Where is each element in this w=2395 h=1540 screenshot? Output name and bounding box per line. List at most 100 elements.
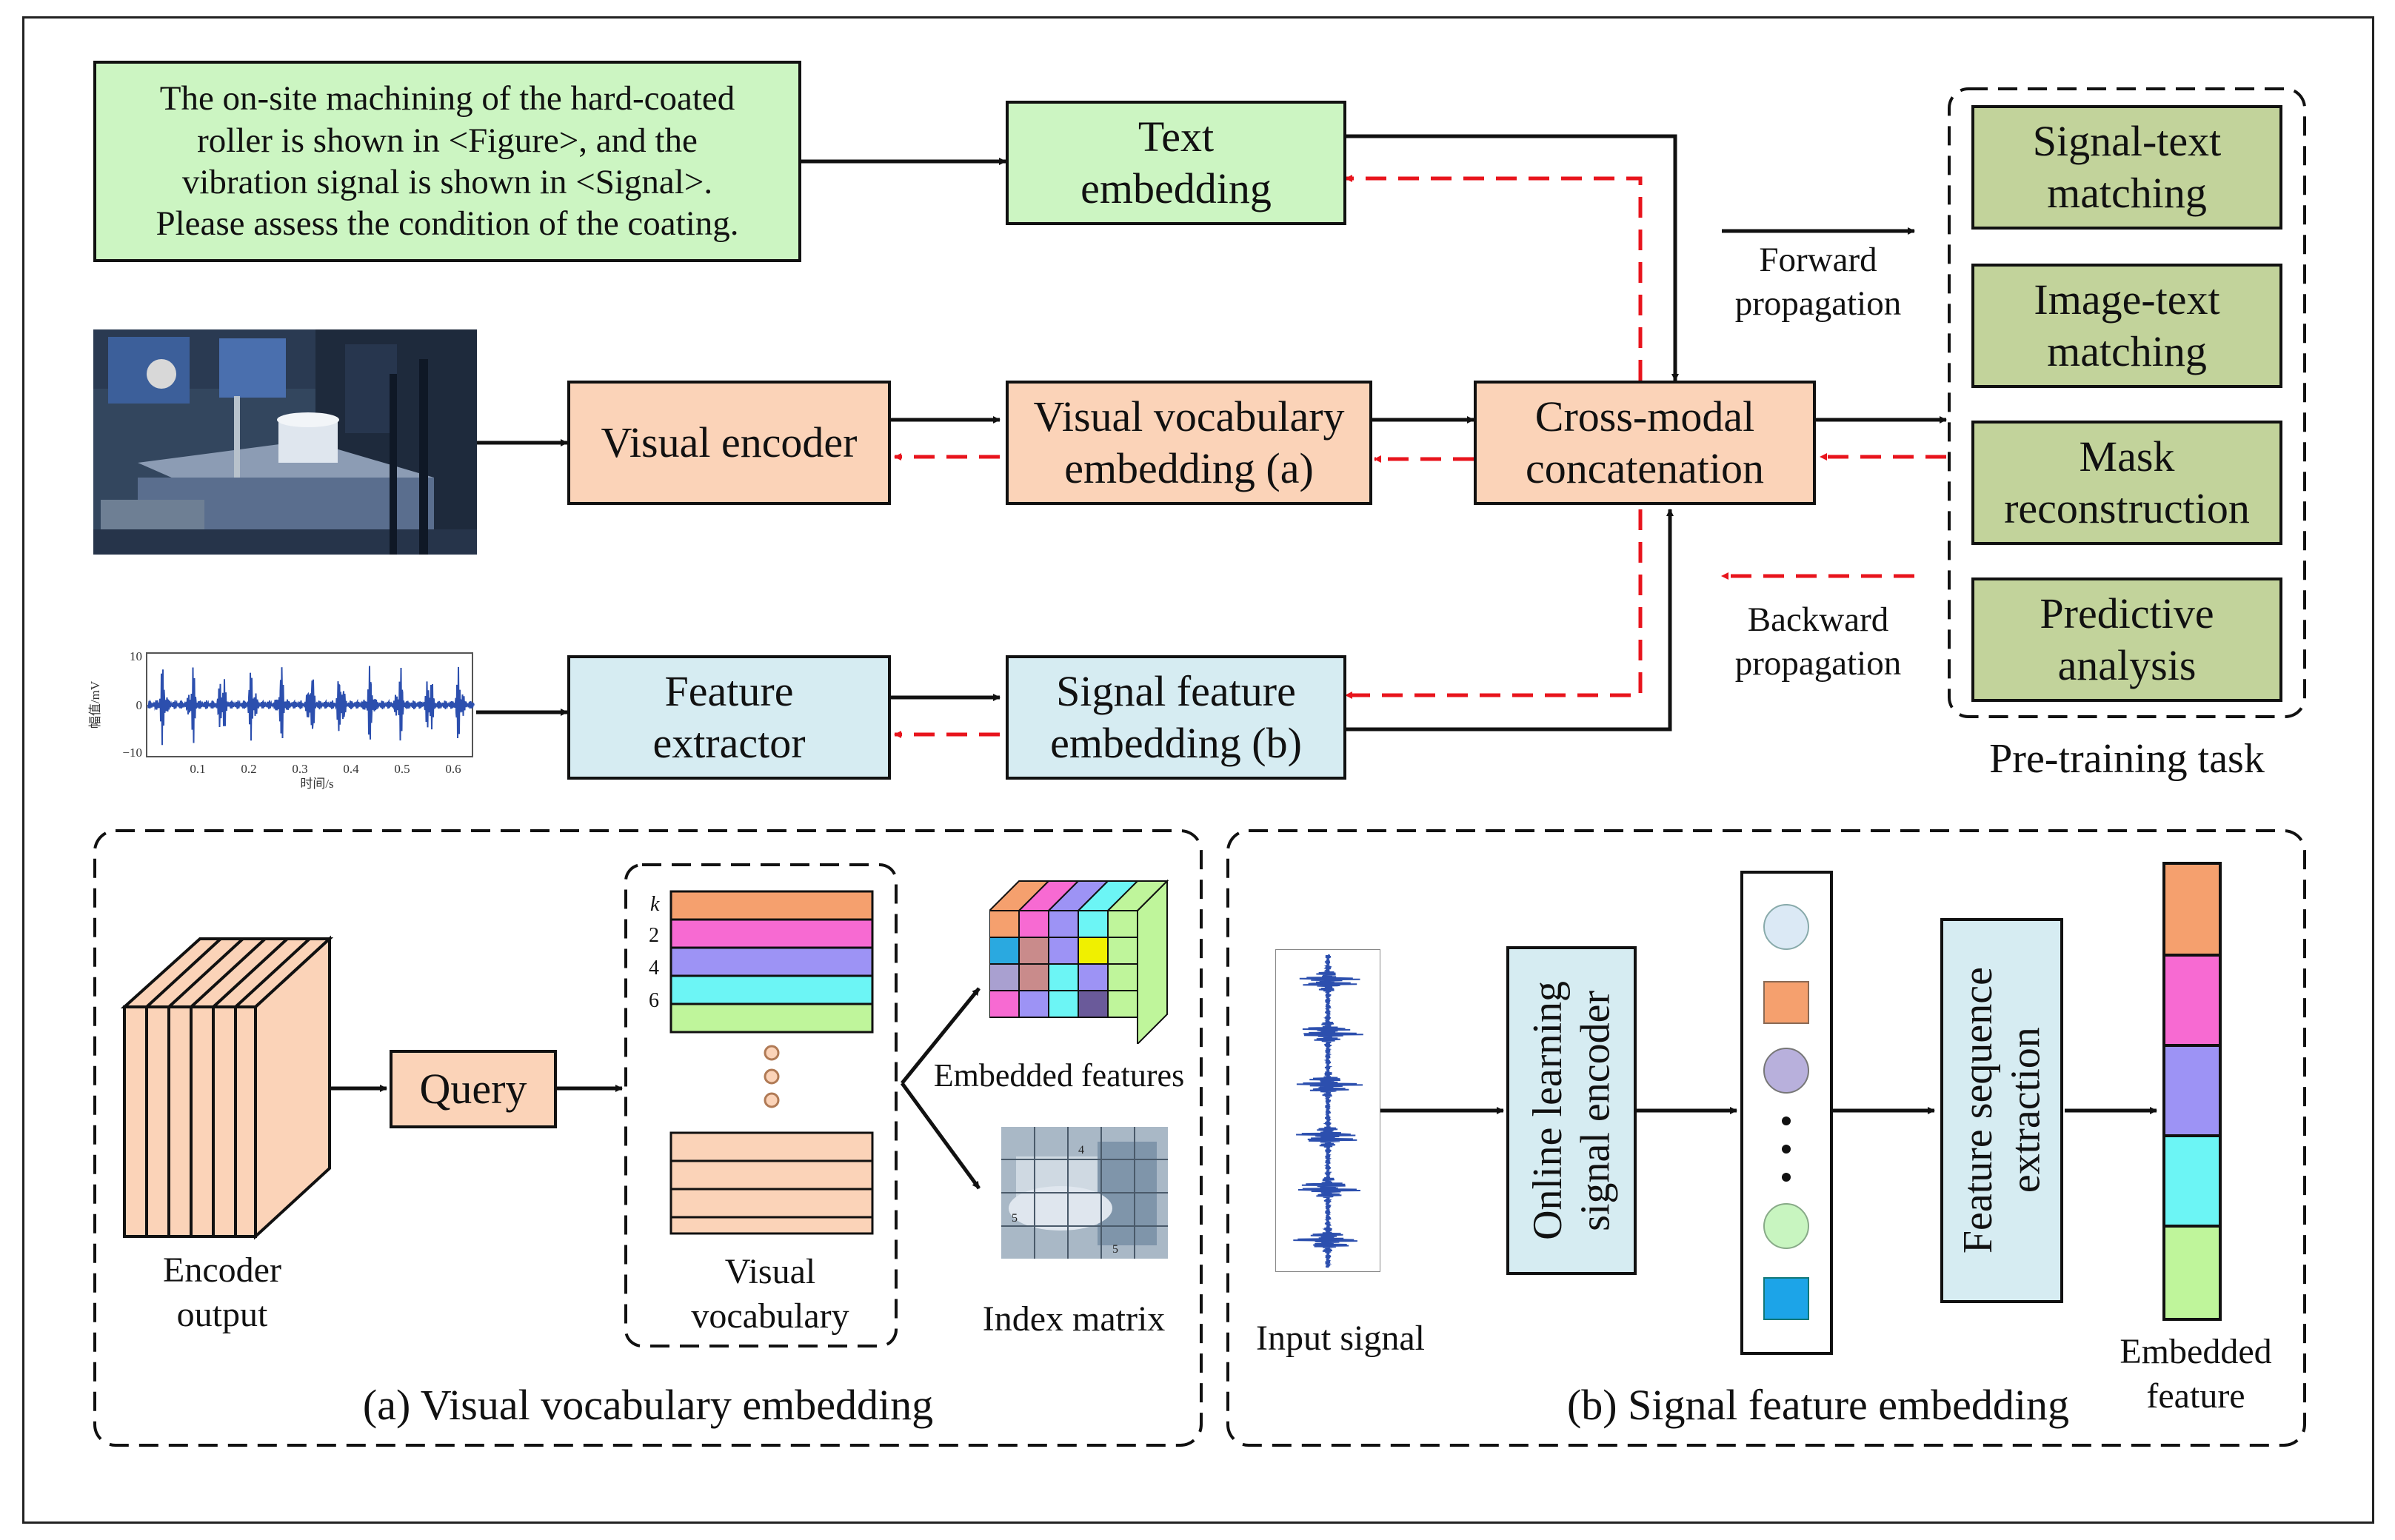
panel-b-border — [1226, 829, 2306, 1447]
input-signal-plot — [1275, 949, 1380, 1272]
vocab-row — [669, 946, 874, 977]
embedded-feature-stack — [2162, 862, 2222, 1321]
task-line: analysis — [2057, 641, 2197, 689]
encoder-output-label: Encoder output — [118, 1248, 326, 1337]
x-tick: 0.5 — [394, 762, 410, 776]
cross-modal-concatenation-box: Cross-modal concatenation — [1474, 381, 1816, 505]
x-tick: 0.1 — [190, 762, 205, 776]
feature-extractor-line: Feature — [664, 667, 794, 716]
vocab-row — [669, 974, 874, 1005]
machine-photo — [93, 329, 477, 555]
visual-encoder-label: Visual encoder — [601, 418, 858, 467]
signal-waveform — [147, 666, 475, 746]
online-encoder-line: Online learning — [1524, 981, 1571, 1240]
index-matrix: 4 5 5 — [1001, 1127, 1168, 1259]
input-signal-waveform — [1293, 954, 1363, 1268]
embedded-feature-line: Embedded — [2120, 1332, 2272, 1371]
visual-vocab-emb-line: Visual vocabulary — [1033, 392, 1345, 441]
vocab-index: 6 — [649, 989, 659, 1012]
task-line: matching — [2047, 327, 2207, 375]
online-encoder-text: Online learning signal encoder — [1524, 981, 1620, 1240]
feature-sequence-line: extraction — [2002, 1028, 2048, 1194]
task-image-text-matching: Image-text matching — [1971, 264, 2282, 388]
index-digit: 5 — [1012, 1212, 1018, 1225]
visual-vocabulary-border — [624, 863, 898, 1348]
dashed-cross-to-text — [1345, 175, 1643, 381]
query-label: Query — [419, 1065, 527, 1114]
online-encoder-line: signal encoder — [1572, 990, 1618, 1231]
feature-extractor-box: Feature extractor — [567, 655, 891, 780]
text-embedding-line: Text — [1138, 113, 1215, 161]
text-embedding-box: Text embedding — [1006, 101, 1346, 225]
task-predictive-analysis: Predictive analysis — [1971, 578, 2282, 702]
index-digit: 5 — [1112, 1243, 1118, 1256]
visual-vocabulary-rows: k 2 4 6 — [649, 890, 874, 1235]
task-signal-text-matching: Signal-text matching — [1971, 105, 2282, 230]
task-line: Signal-text — [2032, 117, 2222, 166]
panel-a-title: (a) Visual vocabulary embedding — [362, 1381, 934, 1429]
vibration-signal-plot: 幅值/mV 10 0 −10 0.1 0.2 0.3 0.4 0.5 0.6 时… — [88, 649, 475, 791]
y-tick: 0 — [136, 698, 143, 712]
x-tick: 0.6 — [445, 762, 461, 776]
task-mask-reconstruction: Mask reconstruction — [1971, 421, 2282, 545]
cross-modal-line: concatenation — [1525, 444, 1765, 492]
embedded-features-label: Embedded features — [933, 1057, 1185, 1094]
prompt-line: vibration signal is shown in <Signal>. — [181, 163, 713, 201]
dashed-cross-to-signal-emb — [1345, 509, 1643, 699]
vocab-index: 2 — [649, 924, 659, 947]
signal-feature-emb-line: embedding (b) — [1050, 719, 1302, 767]
text-embedding-line: embedding — [1080, 164, 1272, 212]
visual-vocabulary-line: vocabulary — [691, 1296, 849, 1336]
pretraining-task-title: Pre-training task — [1989, 736, 2265, 782]
plot-y-label: 幅值/mV — [88, 680, 102, 729]
task-line: Mask — [2079, 432, 2175, 481]
x-tick: 0.2 — [241, 762, 256, 776]
forward-line: Forward — [1759, 241, 1877, 279]
pretraining-group-border — [1948, 87, 2306, 718]
feature-sequence-extraction-box: Feature sequence extraction — [1940, 918, 2063, 1303]
figure-frame — [22, 16, 2374, 1524]
backward-line: Backward — [1747, 600, 1889, 639]
input-signal-label: Input signal — [1256, 1319, 1425, 1358]
stack-cell — [2162, 1225, 2222, 1321]
vocab-row — [669, 918, 874, 949]
forward-propagation-label: Forward propagation — [1703, 238, 1933, 326]
panel-b-title: (b) Signal feature embedding — [1566, 1381, 2070, 1429]
query-box: Query — [390, 1050, 557, 1128]
x-tick: 0.3 — [292, 762, 307, 776]
task-line: Image-text — [2034, 275, 2220, 324]
stack-cell — [2162, 1044, 2222, 1137]
arrow-vocab-to-index — [900, 1082, 981, 1190]
arrow-vocab-to-embedded — [901, 987, 981, 1085]
token-circle — [1763, 1203, 1809, 1249]
stack-cell — [2162, 954, 2222, 1047]
prompt-line: Please assess the condition of the coati… — [156, 204, 739, 244]
feature-sequence-line: Feature sequence — [1954, 967, 2001, 1254]
arrow-text-emb-down — [1344, 134, 1679, 381]
task-line: matching — [2047, 169, 2207, 217]
online-learning-encoder-box: Online learning signal encoder — [1506, 946, 1637, 1275]
encoder-output-block — [120, 935, 333, 1240]
visual-encoder-box: Visual encoder — [567, 381, 891, 505]
feature-extractor-line: extractor — [652, 719, 806, 767]
signal-feature-emb-line: Signal feature — [1056, 667, 1296, 716]
x-tick: 0.4 — [343, 762, 359, 776]
token-square — [1763, 1277, 1809, 1320]
plot-x-label: 时间/s — [300, 777, 333, 791]
panel-a-border — [93, 829, 1203, 1447]
visual-vocabulary-label: Visual vocabulary — [652, 1250, 889, 1339]
forward-line: propagation — [1734, 284, 1902, 323]
prompt-line: The on-site machining of the hard-coated — [159, 79, 735, 118]
index-matrix-label: Index matrix — [982, 1299, 1166, 1339]
encoder-output-line: output — [176, 1295, 268, 1334]
feature-sequence-text: Feature sequence extraction — [1954, 967, 2050, 1253]
arrow-signal-emb-up — [1344, 509, 1674, 732]
token-circle — [1763, 1048, 1809, 1094]
backward-line: propagation — [1734, 643, 1902, 683]
y-tick: 10 — [130, 649, 142, 663]
backward-propagation-label: Backward propagation — [1703, 598, 1933, 686]
stack-cell — [2162, 1134, 2222, 1228]
visual-vocabulary-line: Visual — [724, 1252, 816, 1291]
encoder-output-line: Encoder — [163, 1251, 281, 1290]
